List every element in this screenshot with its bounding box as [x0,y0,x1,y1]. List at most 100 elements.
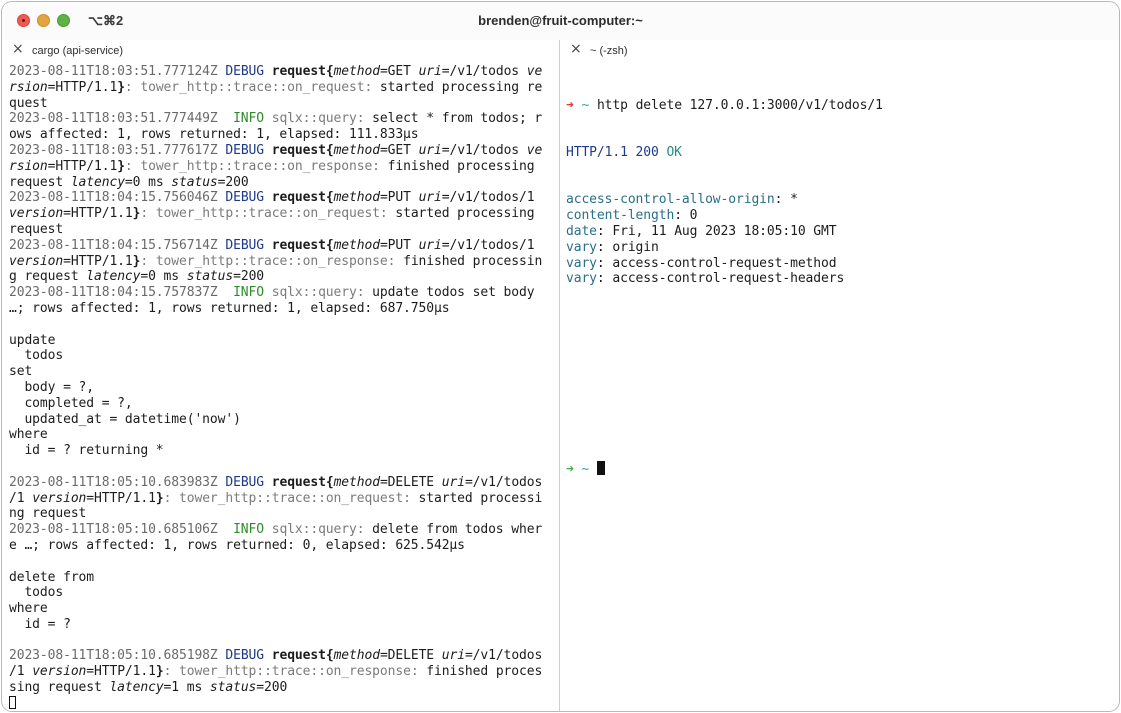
log-line [9,459,542,475]
log-segment: rsion [9,79,48,95]
header-name: vary [566,255,597,271]
minimize-window-button[interactable] [37,14,50,27]
log-line: 2023-08-11T18:04:15.757837Z INFO sqlx::q… [9,285,542,301]
tab-zsh[interactable]: × ~ (-zsh) [560,40,1119,62]
header-name: date [566,223,597,239]
log-line: g request latency=0 ms status=200 [9,269,542,285]
log-segment: 2023-08-11T18:05:10.683983Z [9,474,226,490]
log-segment: quest [9,95,48,111]
title-bar: ⌥⌘2 brenden@fruit-computer:~ [2,2,1119,40]
log-line: 2023-08-11T18:03:51.777449Z INFO sqlx::q… [9,111,542,127]
log-segment: uri [418,190,442,206]
log-line: /1 version=HTTP/1.1}: tower_http::trace:… [9,491,542,507]
log-line: body = ?, [9,380,542,396]
tab-label: ~ (-zsh) [590,45,628,57]
zoom-window-button[interactable] [57,14,70,27]
log-segment: request{ [271,474,334,490]
log-segment: =HTTP/1.1 [63,206,133,222]
http-proto: HTTP/1.1 200 [566,144,667,160]
close-icon[interactable]: × [570,41,582,57]
header-name: vary [566,271,597,287]
log-segment: : tower_http::trace::on_response: [140,253,404,269]
log-segment: =200 [217,174,249,190]
log-line: 2023-08-11T18:03:51.777617Z DEBUG reques… [9,143,542,159]
log-segment: =DELETE [379,474,442,490]
log-segment: /1 [9,490,33,506]
right-pane[interactable]: × ~ (-zsh) ➜ ~ http delete 127.0.0.1:300… [560,40,1119,711]
log-segment: 2023-08-11T18:05:10.685198Z [9,648,226,664]
log-segment: finished processing [387,158,535,174]
log-segment: latency [70,174,125,190]
left-pane[interactable]: × cargo (api-service) 2023-08-11T18:03:5… [2,40,559,711]
log-line: completed = ?, [9,396,542,412]
log-segment: update todos set body [372,285,535,301]
window-shortcut: ⌥⌘2 [88,13,124,28]
log-segment: uri [418,142,442,158]
log-line: 2023-08-11T18:04:15.756714Z DEBUG reques… [9,238,542,254]
log-line: version=HTTP/1.1}: tower_http::trace::on… [9,254,542,270]
pane-divider[interactable] [559,40,560,711]
log-segment: method [333,190,380,206]
cursor-line [9,695,542,711]
log-segment: =/v1/todos [464,648,543,664]
log-line: rsion=HTTP/1.1}: tower_http::trace::on_r… [9,80,542,96]
prompt-dir: ~ [581,97,590,113]
log-segment: id = ? returning * [9,443,164,459]
log-segment: /1 [9,664,33,680]
log-segment: =/v1/todos [441,142,527,158]
tab-cargo[interactable]: × cargo (api-service) [2,40,559,62]
shell-output[interactable]: ➜ ~ http delete 127.0.0.1:3000/v1/todos/… [566,66,883,508]
log-line [9,554,542,570]
close-window-button[interactable] [17,14,30,27]
log-segment: sqlx::query: [271,111,373,127]
log-line: sing request latency=1 ms status=200 [9,680,542,696]
log-line: id = ? returning * [9,443,542,459]
log-line: request [9,222,542,238]
log-segment: id = ? [9,616,71,632]
log-segment: =/v1/todos/1 [441,190,535,206]
log-line: request latency=0 ms status=200 [9,175,542,191]
log-segment: DEBUG [225,190,272,206]
log-segment: =200 [233,269,265,285]
terminal-output[interactable]: 2023-08-11T18:03:51.777124Z DEBUG reques… [9,64,543,711]
log-segment: version [32,664,87,680]
log-line: …; rows affected: 1, rows returned: 1, e… [9,301,542,317]
log-segment: request [9,221,64,237]
log-segment: } [117,79,125,95]
log-segment: =0 ms [124,174,172,190]
log-segment: } [155,490,164,506]
header-value: : * [774,192,798,208]
text-cursor [596,460,605,475]
log-line [9,633,542,649]
log-segment: todos [9,585,64,601]
header-name: vary [566,239,597,255]
log-segment: =GET [379,64,419,79]
log-segment: delete from [9,569,94,585]
log-line: 2023-08-11T18:03:51.777124Z DEBUG reques… [9,64,542,80]
log-segment: delete from todos wher [372,522,543,538]
log-segment: =HTTP/1.1 [47,158,118,174]
log-segment: completed = ?, [9,395,133,411]
log-segment: version [32,490,87,506]
window-title: brenden@fruit-computer:~ [478,13,643,28]
log-segment: g request [9,269,87,285]
header-value: : Fri, 11 Aug 2023 18:05:10 GMT [596,223,837,239]
prompt-dir: ~ [581,461,590,477]
log-line: rsion=HTTP/1.1}: tower_http::trace::on_r… [9,159,542,175]
log-segment: sing request [9,680,110,696]
log-segment: started processi [418,490,543,506]
log-line: 2023-08-11T18:05:10.683983Z DEBUG reques… [9,475,542,491]
header-value: : 0 [674,208,698,224]
log-segment: sqlx::query: [271,285,373,301]
close-icon[interactable]: × [12,41,24,57]
log-line: todos [9,348,542,364]
log-segment: ve [526,142,543,158]
log-segment: request [9,174,71,190]
log-segment: e …; rows affected: 1, rows returned: 0,… [9,537,465,553]
prompt-line[interactable]: ➜ ~ [566,460,883,477]
log-segment: request{ [271,648,334,664]
prompt-arrow-icon: ➜ [566,461,574,477]
log-segment: INFO [233,522,272,538]
log-line: e …; rows affected: 1, rows returned: 0,… [9,538,542,554]
log-segment: select * from todos; r [372,111,543,127]
